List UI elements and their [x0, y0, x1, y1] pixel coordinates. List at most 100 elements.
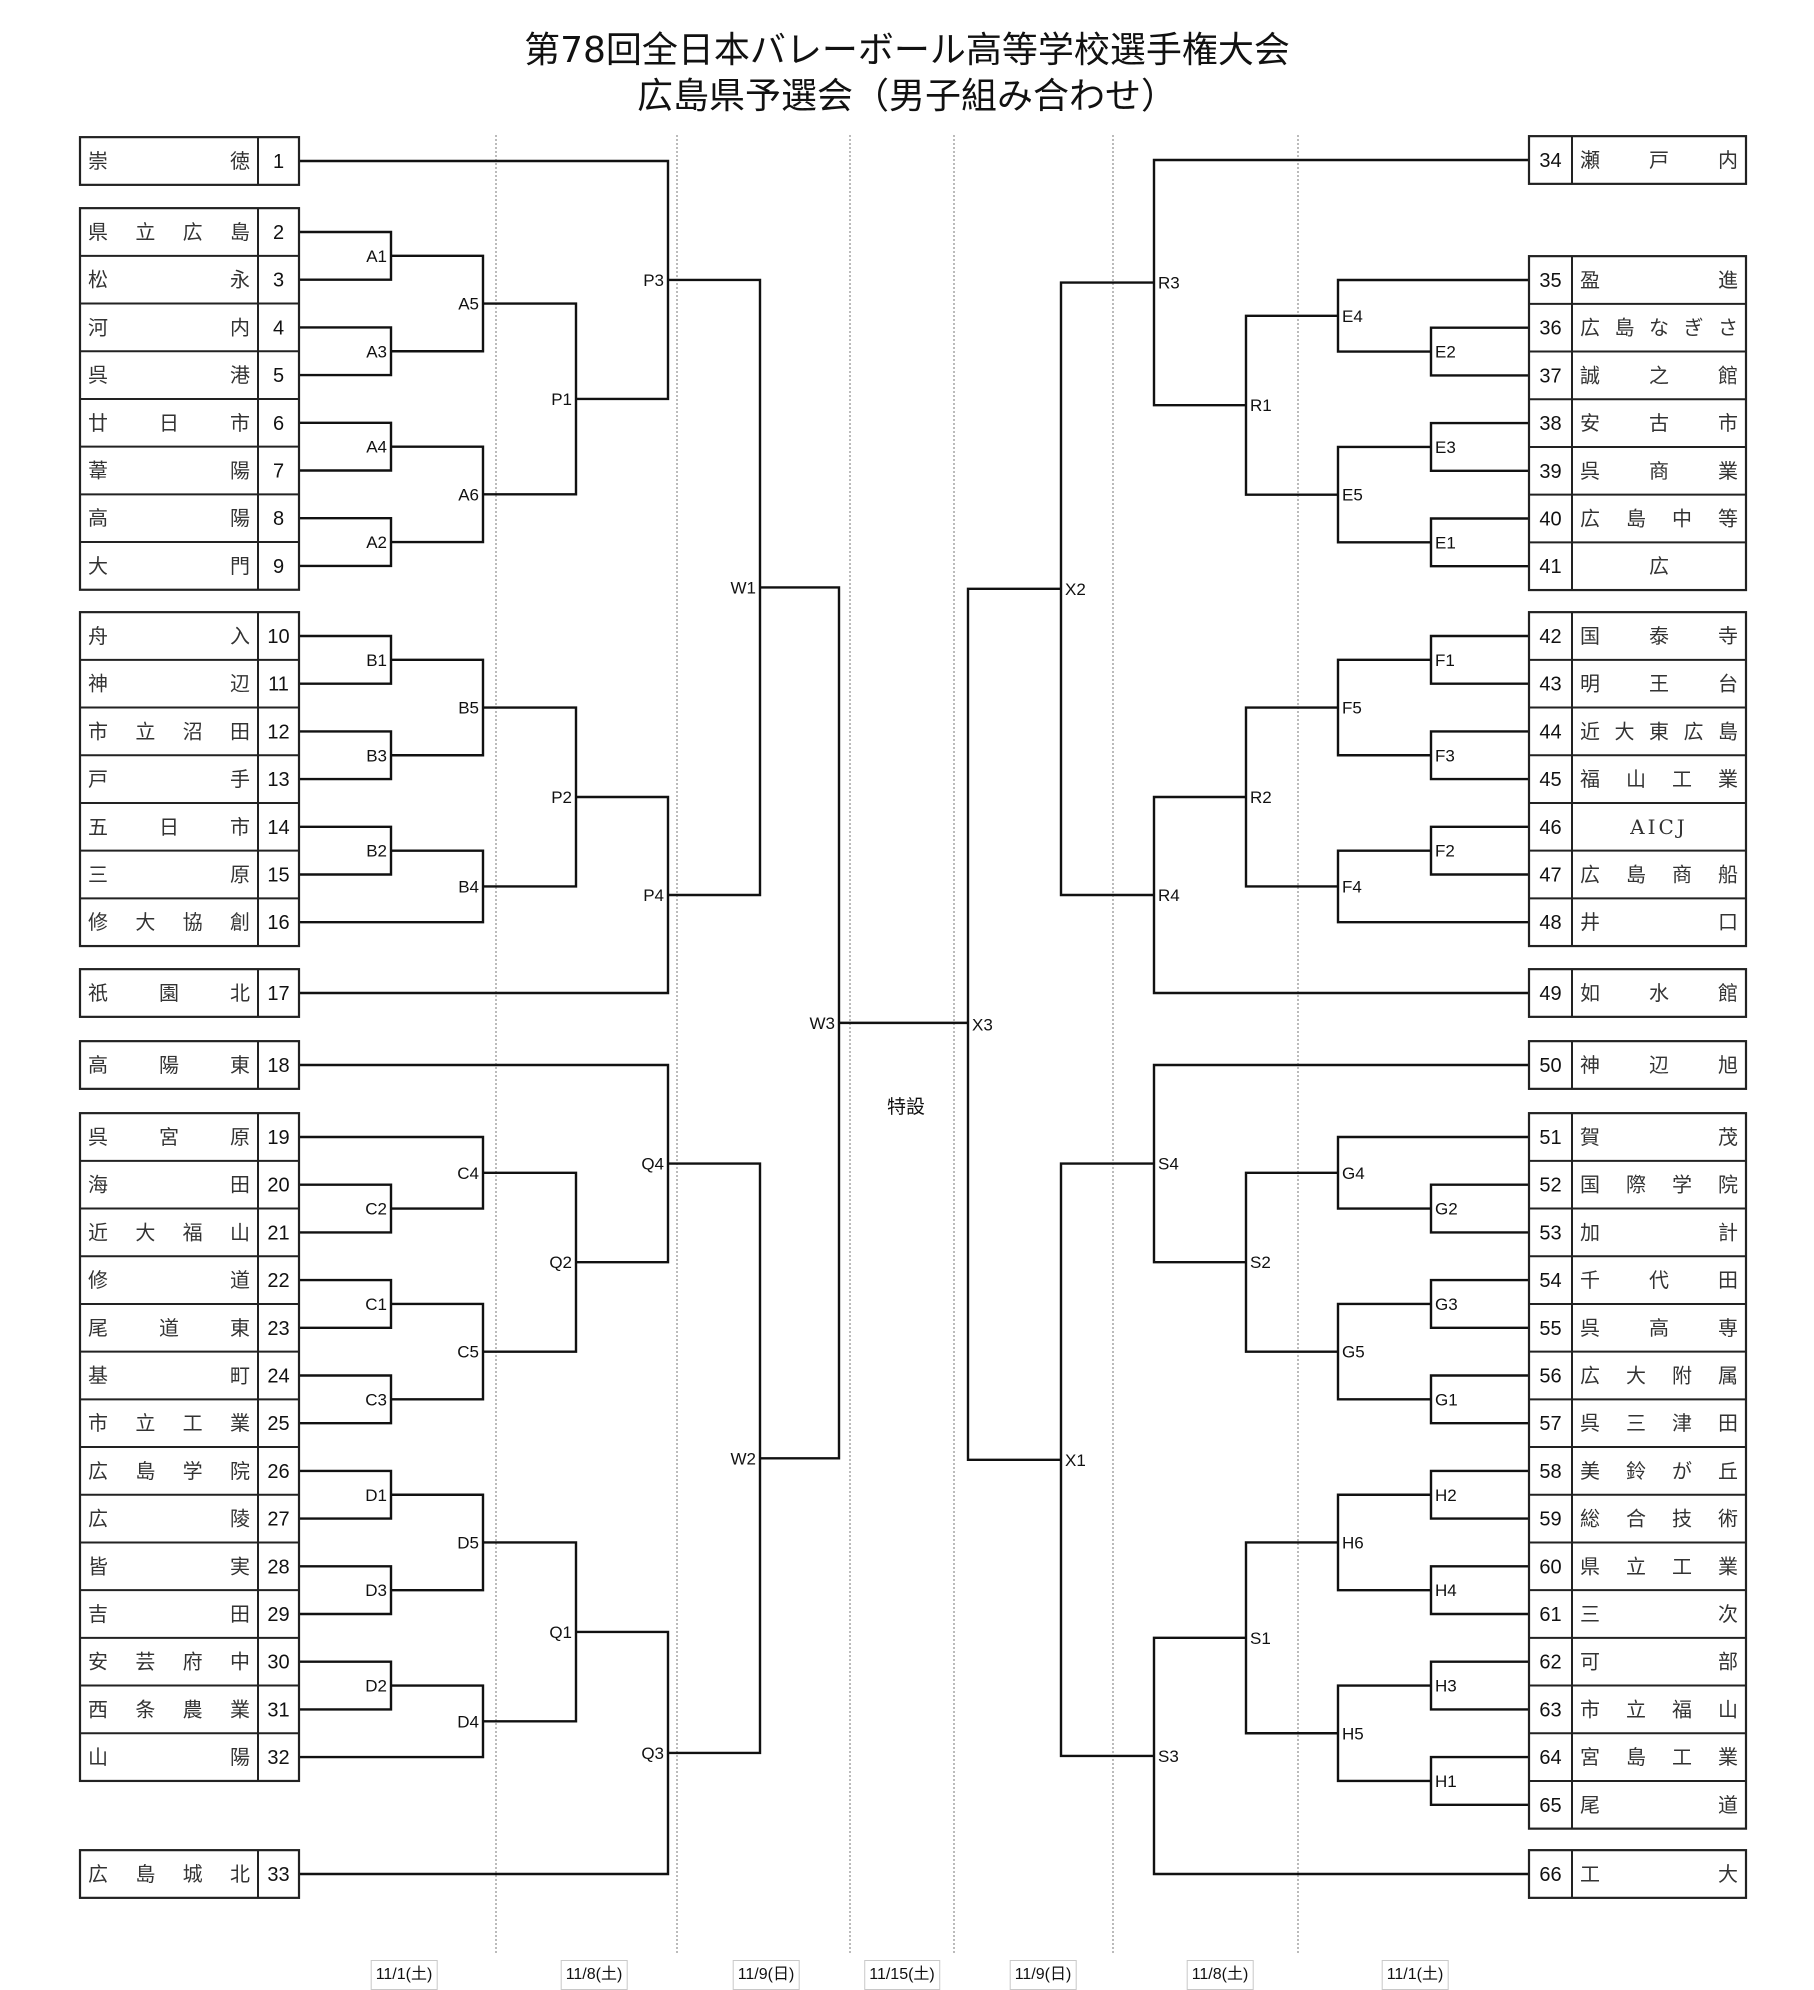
team-name-char: 泰: [1649, 624, 1669, 648]
team-name-char: 門: [230, 554, 250, 578]
team-name-char: 中: [1672, 507, 1692, 531]
team-name-char: 河: [88, 315, 108, 339]
team-name-char: 大: [135, 1220, 155, 1244]
match-label-b5: B5: [458, 699, 479, 718]
team-name-char: 国: [1580, 624, 1600, 648]
bracket-connector: [1152, 158, 1529, 407]
match-label-x3: X3: [972, 1015, 993, 1034]
team-name-char: 近: [1580, 719, 1600, 743]
team-name-char: 港: [230, 363, 250, 387]
team-name-char: 呉: [1580, 459, 1600, 483]
team-name-char: 町: [230, 1364, 250, 1388]
team-name-char: 島: [1626, 507, 1646, 531]
match-label-h4: H4: [1435, 1581, 1457, 1600]
team-name-char: 安: [1580, 411, 1600, 435]
team-name-char: 協: [183, 910, 203, 934]
team-name-char: 安: [88, 1650, 108, 1674]
team-number: 22: [267, 1270, 289, 1292]
team-name-char: 山: [1626, 767, 1646, 791]
team-number: 63: [1539, 1699, 1561, 1721]
team-number: 20: [267, 1175, 289, 1197]
match-label-d3: D3: [365, 1581, 387, 1600]
team-number: 16: [267, 912, 289, 934]
team-name-char: 陽: [159, 1053, 179, 1077]
team-name-char: 辺: [1649, 1053, 1669, 1077]
team-name-char: 陵: [230, 1507, 250, 1531]
team-name-char: 学: [183, 1459, 203, 1483]
team-group-box: [1527, 1849, 1748, 1899]
team-number: 48: [1539, 912, 1561, 934]
match-label-p1: P1: [551, 390, 572, 409]
team-name-char: 田: [230, 1602, 250, 1626]
special-venue-label: 特設: [887, 1096, 925, 1118]
team-name-char: 計: [1718, 1220, 1738, 1244]
team-number: 47: [1539, 865, 1561, 887]
team-name-char: 部: [1718, 1650, 1738, 1674]
team-name-char: 内: [1718, 148, 1738, 172]
team-name-char: 立: [135, 220, 155, 244]
team-number: 26: [267, 1461, 289, 1483]
match-label-w2: W2: [731, 1449, 757, 1468]
bracket-connector: [1336, 278, 1529, 353]
team-name-char: 皆: [88, 1554, 108, 1578]
team-name-char: 業: [230, 1697, 250, 1721]
team-name-char: 之: [1649, 363, 1669, 387]
team-name-char: 市: [230, 815, 250, 839]
team-name-char: 尾: [88, 1316, 108, 1340]
match-label-c2: C2: [365, 1200, 387, 1219]
team-number: 52: [1539, 1175, 1561, 1197]
team-number: 11: [268, 674, 289, 696]
team-name-char: 島: [230, 220, 250, 244]
match-label-e3: E3: [1435, 438, 1456, 457]
team-name-char: 高: [88, 1053, 108, 1077]
team-name-char: 内: [230, 315, 250, 339]
team-name-char: 農: [183, 1697, 203, 1721]
team-number: 54: [1539, 1270, 1561, 1292]
team-name-char: 廿: [88, 411, 108, 435]
team-number: 5: [273, 365, 284, 387]
match-label-x1: X1: [1065, 1451, 1086, 1470]
match-label-s2: S2: [1250, 1253, 1271, 1272]
team-name-char: 園: [159, 981, 179, 1005]
team-number: 57: [1539, 1413, 1561, 1435]
team-name-char: 祇: [88, 981, 108, 1005]
title-line-1: 第78回全日本バレーボール高等学校選手権大会: [524, 30, 1290, 71]
team-name-char: ぎ: [1684, 316, 1704, 340]
team-number: 37: [1539, 365, 1561, 387]
match-label-a3: A3: [366, 342, 387, 361]
bracket-connector: [966, 587, 1061, 1461]
round-dividers: [495, 135, 1299, 1955]
team-name-char: 五: [88, 815, 108, 839]
team-name-char: 島: [1718, 719, 1738, 743]
team-name-char: 大: [135, 910, 155, 934]
team-number: 34: [1539, 150, 1561, 172]
match-label-h5: H5: [1342, 1724, 1364, 1743]
round-date-label: 11/1(土): [1381, 1960, 1449, 1990]
team-name-char: 井: [1580, 910, 1600, 934]
match-label-q1: Q1: [549, 1623, 572, 1642]
title-line-2: 広島県予選会（男子組み合わせ）: [636, 76, 1177, 117]
team-name-char: 美: [1580, 1459, 1600, 1483]
round-date-label: 11/15(土): [864, 1960, 940, 1990]
team-name-char: 可: [1580, 1650, 1600, 1674]
team-number: 2: [273, 222, 284, 244]
team-name-char: 商: [1672, 863, 1692, 887]
team-name-char: 高: [1649, 1316, 1669, 1340]
team-number: 46: [1539, 817, 1561, 839]
team-number: 41: [1539, 556, 1561, 578]
match-label-h1: H1: [1435, 1772, 1457, 1791]
team-group-box: [1527, 1112, 1748, 1830]
team-name-char: 芸: [135, 1650, 155, 1674]
team-name-char: 県: [88, 220, 108, 244]
match-label-f4: F4: [1342, 877, 1362, 896]
team-group-box: [78, 968, 301, 1018]
team-name-char: さ: [1718, 316, 1738, 340]
team-name-char: 工: [1672, 1745, 1692, 1769]
match-label-a6: A6: [458, 485, 479, 504]
team-name-char: 創: [230, 910, 250, 934]
match-label-q2: Q2: [549, 1253, 572, 1272]
team-name-char: 沼: [183, 719, 203, 743]
match-label-a2: A2: [366, 533, 387, 552]
match-label-s3: S3: [1158, 1747, 1179, 1766]
team-name-char: 学: [1672, 1173, 1692, 1197]
